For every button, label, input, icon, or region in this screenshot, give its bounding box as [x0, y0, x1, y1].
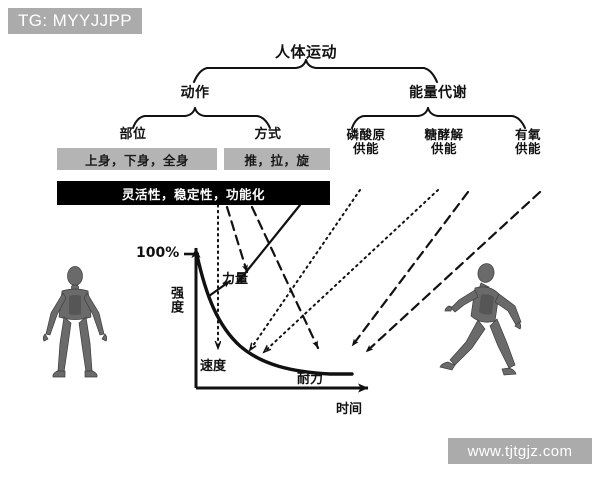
curve-label-strength: 力量: [222, 272, 249, 287]
box-method-values: 推，拉，旋: [224, 148, 330, 170]
standing-figure-graphic: [42, 266, 108, 378]
site-watermark: www.tjtgjz.com: [448, 438, 592, 464]
node-aerobic: 有氧 供能: [514, 127, 542, 157]
intensity-curve: [195, 253, 354, 376]
box-body-part-values: 上身，下身，全身: [57, 148, 217, 170]
curve-label-endurance: 耐力: [297, 372, 324, 387]
arrow-dashed-aerobic: [364, 190, 542, 354]
brace-energy: [351, 107, 526, 129]
node-glycolysis-line2: 供能: [430, 141, 458, 157]
y-axis-label: 强度: [168, 286, 183, 314]
node-phosphagen-line2: 供能: [352, 141, 380, 157]
node-human-movement: 人体运动: [274, 43, 338, 61]
y-axis-tick-100: 100%: [136, 245, 180, 261]
brace-movement: [132, 107, 271, 129]
node-body-part: 部位: [119, 127, 147, 142]
node-glycolysis: 糖酵解 供能: [424, 127, 464, 157]
running-figure-graphic: [439, 263, 522, 376]
node-glycolysis-line1: 糖酵解: [424, 127, 464, 142]
node-method: 方式: [254, 127, 282, 142]
node-aerobic-line1: 有氧: [514, 127, 542, 142]
source-tag: TG: MYYJJPP: [8, 8, 142, 34]
arrow-dotted-phosphagen: [250, 189, 361, 350]
arrow-curve-tick-strength: [207, 279, 232, 298]
curve-label-speed: 速度: [200, 359, 227, 374]
x-axis-label: 时间: [336, 402, 363, 417]
arrow-dashed-quality-to-strength: [225, 205, 249, 274]
brace-root: [192, 58, 439, 84]
arrow-dashed-method-to-curve: [250, 205, 320, 350]
arrow-dashed-glycolysis: [350, 190, 470, 348]
box-quality-values: 灵活性，稳定性，功能化: [57, 181, 330, 205]
arrow-dotted-glycolysis: [264, 189, 439, 352]
node-movement: 动作: [180, 85, 210, 101]
node-aerobic-line2: 供能: [514, 141, 542, 157]
node-energy-metabolism: 能量代谢: [409, 85, 467, 101]
node-phosphagen: 磷酸原 供能: [346, 127, 386, 157]
node-phosphagen-line1: 磷酸原: [346, 127, 386, 142]
arrow-solid-to-strength: [236, 203, 302, 284]
